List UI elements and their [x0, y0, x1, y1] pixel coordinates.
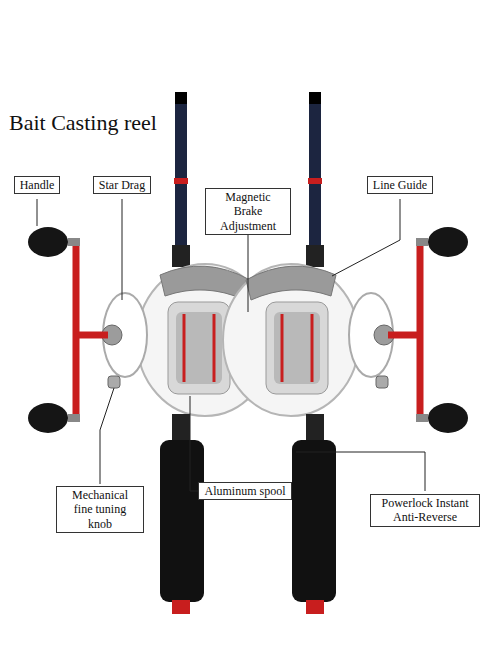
leader-line — [296, 452, 425, 491]
callout-label: Star Drag — [99, 178, 145, 192]
leader-line — [190, 396, 203, 491]
callout-box: Magnetic Brake Adjustment — [205, 188, 291, 235]
leader-line — [37, 199, 38, 226]
leader-lines — [37, 199, 425, 491]
callout-box: Aluminum spool — [198, 482, 291, 500]
callout-label: Magnetic Brake Adjustment — [211, 190, 285, 233]
leader-line — [248, 224, 249, 312]
callout-box: Line Guide — [367, 176, 433, 194]
callout-box: Star Drag — [93, 176, 151, 194]
callout-label: Line Guide — [373, 178, 427, 192]
callout-label: Aluminum spool — [204, 484, 285, 498]
right-reel — [223, 92, 468, 614]
callout-label: Powerlock Instant Anti-Reverse — [376, 496, 474, 525]
leader-line — [332, 199, 400, 276]
callout-label: Handle — [20, 178, 55, 192]
callout-box: Handle — [14, 176, 61, 194]
title: Bait Casting reel — [9, 110, 157, 136]
leader-line — [122, 199, 123, 300]
leader-line — [100, 388, 114, 484]
callout-box: Powerlock Instant Anti-Reverse — [370, 494, 480, 527]
callout-box: Mechanical fine tuning knob — [56, 486, 144, 533]
callout-label: Mechanical fine tuning knob — [62, 488, 138, 531]
